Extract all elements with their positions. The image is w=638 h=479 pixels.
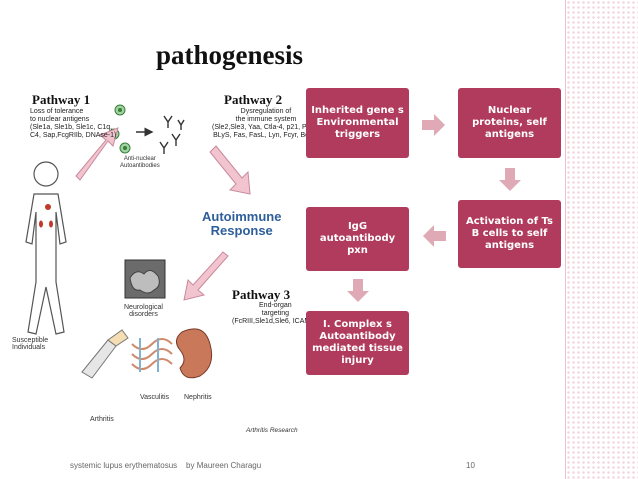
flow-box-inherited: Inherited gene s Environmental triggers [306, 88, 409, 158]
susceptible-label: Susceptible Individuals [12, 337, 49, 351]
pathway1-title: Pathway 1 [32, 92, 91, 107]
page-number: 10 [466, 461, 475, 470]
figure-credit: Arthritis Research [246, 427, 298, 434]
arrow-down-icon [347, 279, 369, 302]
pathway2-title: Pathway 2 [224, 92, 283, 107]
pathways-figure: Pathway 1 Loss of tolerance to nuclear a… [12, 82, 320, 442]
flow-box-nuclear: Nuclear proteins, self antigens [458, 88, 561, 158]
neurological-label: Neurological disorders [124, 304, 163, 318]
pathway2-desc: Dysregulation of the immune system (Sle2… [212, 108, 320, 139]
pathway1-desc: Loss of tolerance to nuclear antigens (S… [30, 108, 117, 139]
decorative-border [566, 0, 638, 479]
slide-title: pathogenesis [156, 40, 304, 70]
arrow-right-icon [422, 114, 445, 136]
arrow-pathway2 [209, 145, 251, 195]
arrow-pathway3 [183, 251, 229, 301]
vessels-image [131, 338, 173, 372]
kidney-image [176, 328, 213, 379]
joint-image [81, 329, 129, 379]
autoimmune-response-label: Autoimmune Response [202, 209, 282, 238]
arthritis-label: Arthritis [90, 416, 114, 423]
arrow-down-icon [499, 168, 521, 191]
pathway3-desc: End-organ targeting (FcRIII,Sle1d,Sle6, … [232, 302, 319, 325]
figure-artwork [25, 104, 251, 379]
vasculitis-label: Vasculitis [140, 394, 170, 401]
antibody-icons [159, 115, 185, 154]
heart-icon [45, 204, 51, 210]
anti-nuclear-label: Anti-nuclear Autoantibodies [120, 156, 160, 169]
border-line [565, 0, 566, 479]
human-figure [25, 161, 67, 335]
flow-box-complex: I. Complex s Autoantibody mediated tissu… [306, 311, 409, 375]
kidney-icon [49, 220, 53, 228]
arrow-left-icon [423, 225, 446, 247]
kidney-icon [39, 220, 43, 228]
arrow-pathway1 [75, 127, 119, 181]
flow-box-activation: Activation of Ts B cells to self antigen… [458, 200, 561, 268]
nephritis-label: Nephritis [184, 394, 212, 401]
pathway3-title: Pathway 3 [232, 287, 291, 302]
footer-text: systemic lupus erythematosus by Maureen … [70, 461, 262, 470]
flow-box-igg: IgG autoantibody pxn [306, 207, 409, 271]
